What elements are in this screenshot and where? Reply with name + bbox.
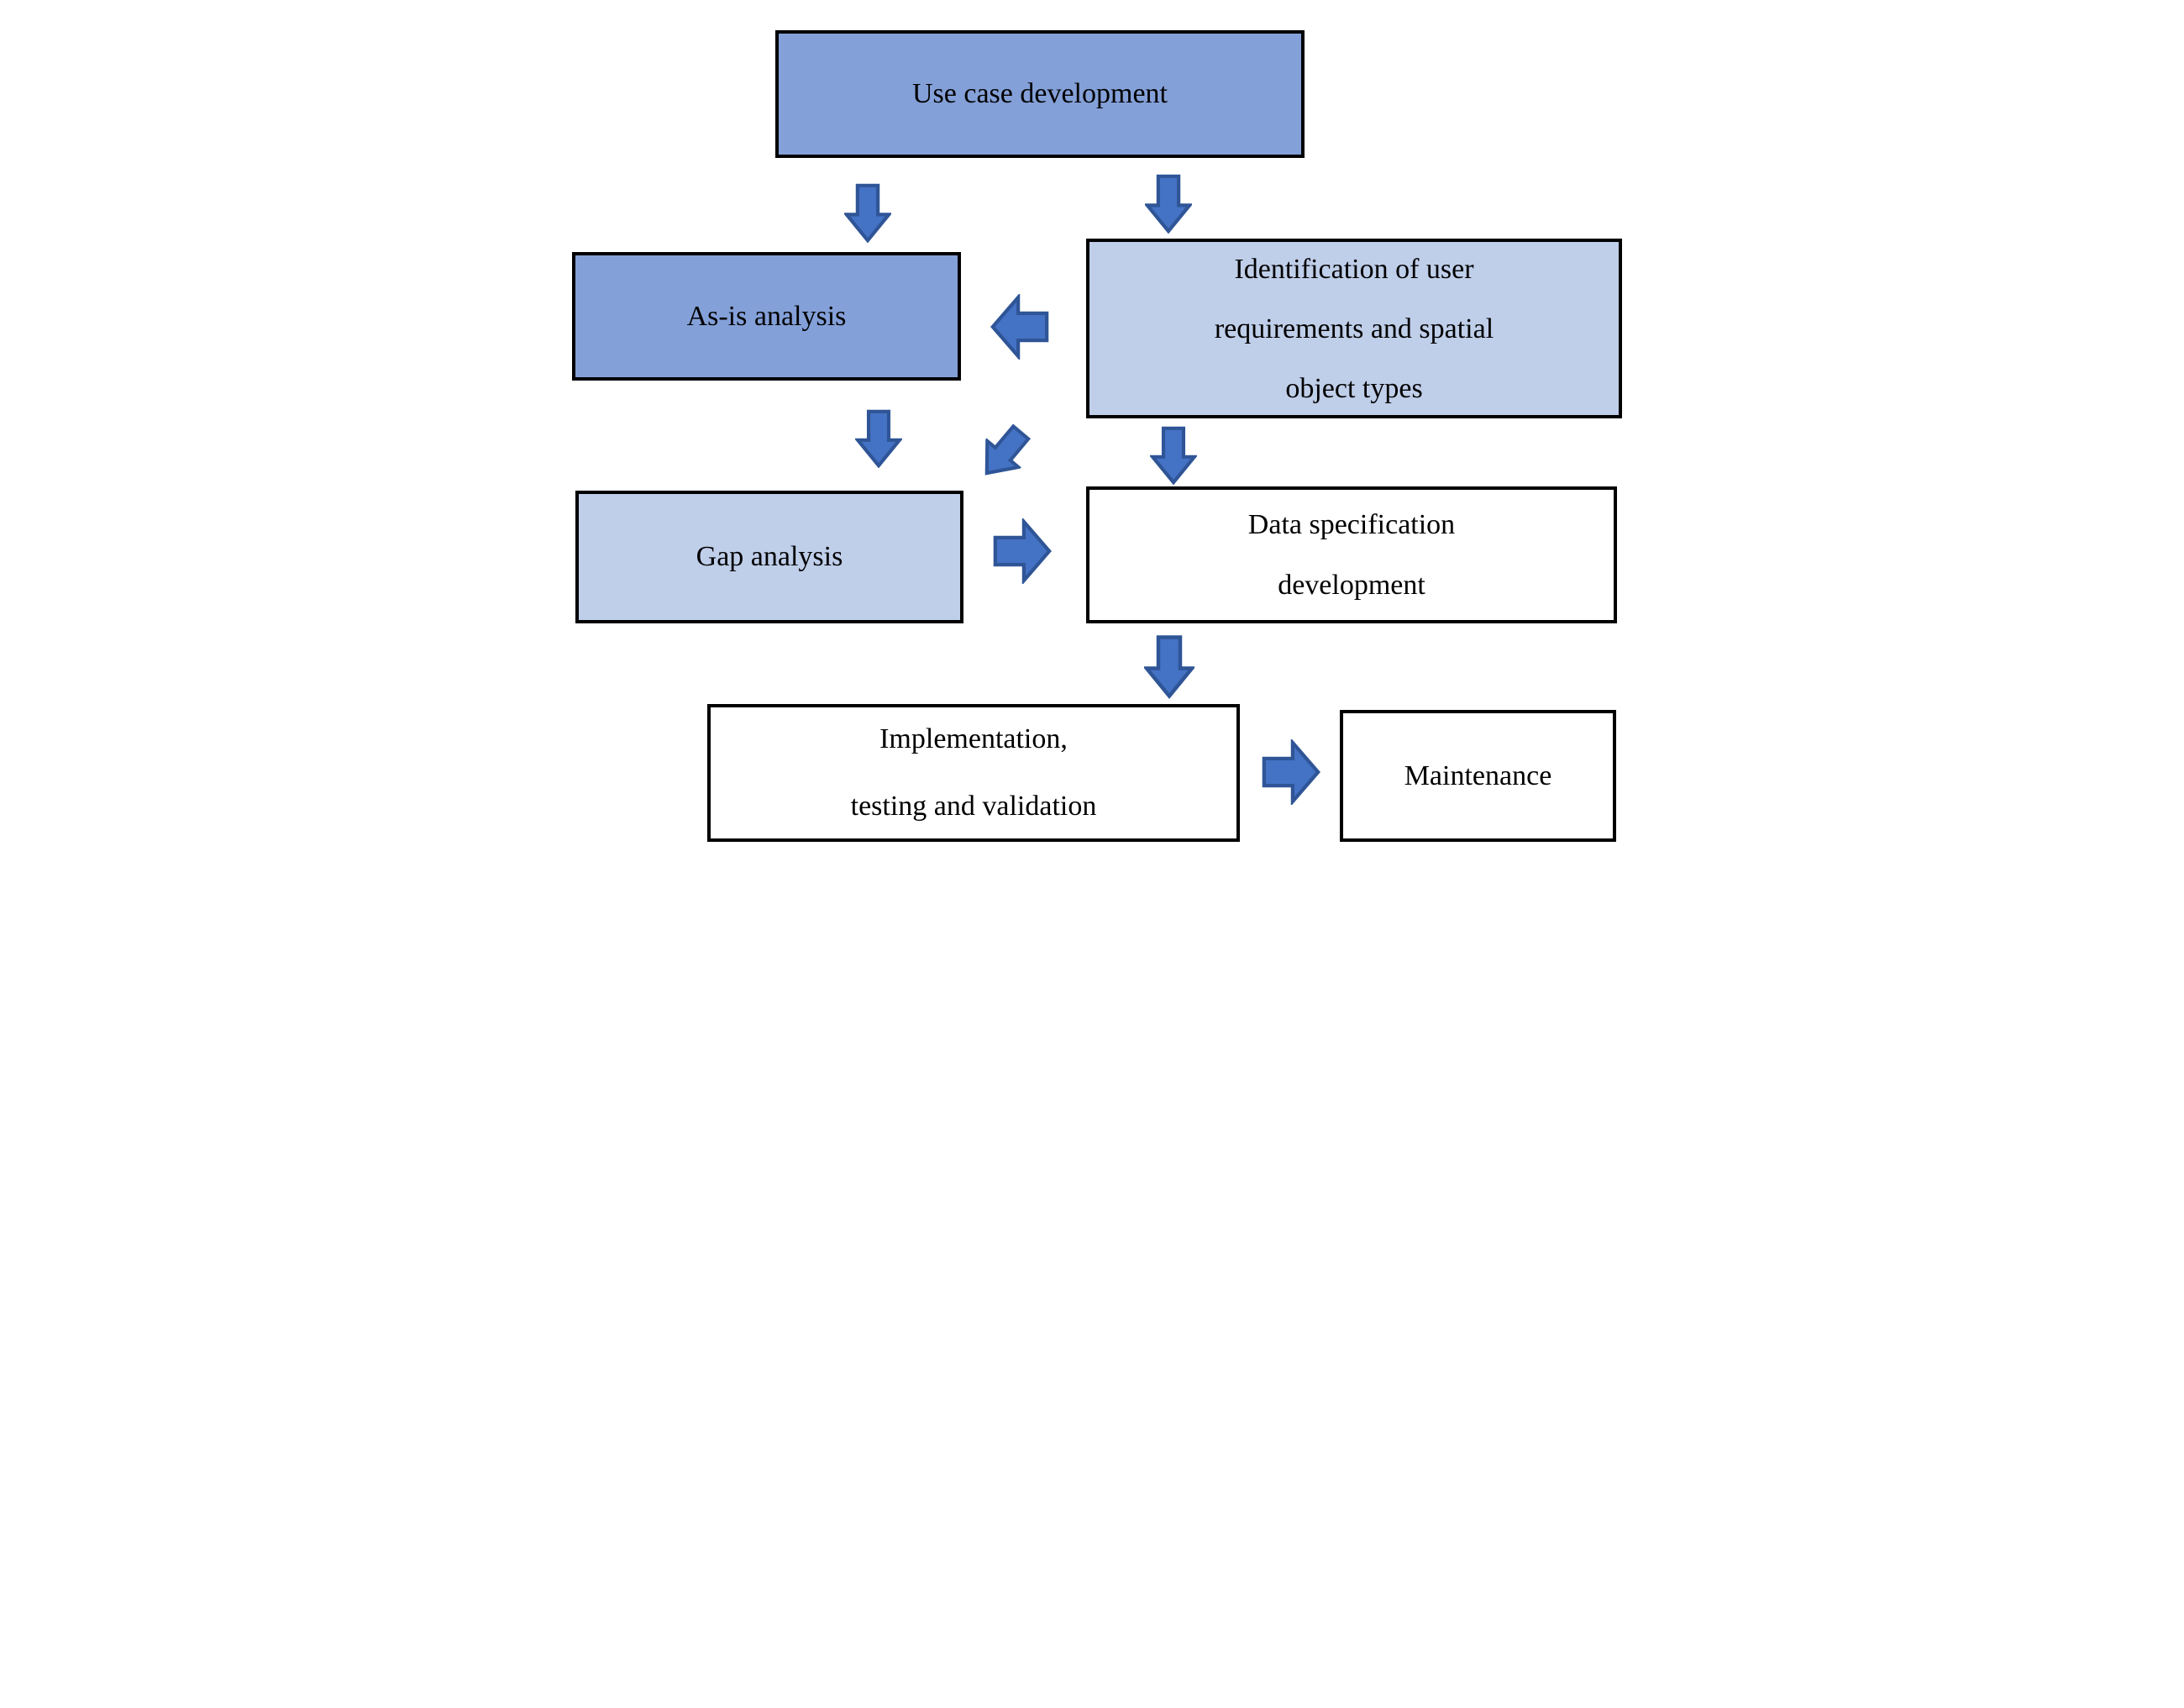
arrow-right-icon xyxy=(1262,739,1320,805)
arrow-right-icon xyxy=(993,518,1052,584)
arrow-down-icon xyxy=(844,183,891,243)
arrow-down-icon xyxy=(855,409,902,468)
box-label: As-is analysis xyxy=(686,300,847,332)
arrow-down-left-icon xyxy=(984,423,1032,476)
box-label: Use case development xyxy=(912,78,1168,110)
box-as-is-analysis: As-is analysis xyxy=(572,252,961,381)
box-implementation-testing-validation: Implementation, testing and validation xyxy=(707,704,1240,842)
box-maintenance: Maintenance xyxy=(1340,710,1616,842)
arrow-left-icon xyxy=(990,294,1049,360)
box-data-specification-development: Data specification development xyxy=(1086,486,1617,623)
arrow-down-icon xyxy=(1150,426,1197,485)
box-label-line: Identification of user xyxy=(1234,253,1474,285)
box-label-line: testing and validation xyxy=(850,791,1097,822)
arrow-down-icon xyxy=(1145,174,1192,234)
box-label: Gap analysis xyxy=(696,541,843,573)
box-label-line: development xyxy=(1278,569,1425,601)
box-label-line: Implementation, xyxy=(879,723,1068,754)
arrow-down-icon xyxy=(1144,635,1194,700)
box-label: Maintenance xyxy=(1404,759,1552,791)
flowchart-diagram: Use case development As-is analysis Iden… xyxy=(546,0,1638,854)
box-gap-analysis: Gap analysis xyxy=(575,491,963,623)
box-label-line: requirements and spatial xyxy=(1214,313,1494,344)
box-label-line: object types xyxy=(1285,372,1423,404)
box-label-line: Data specification xyxy=(1247,508,1456,540)
box-use-case-development: Use case development xyxy=(775,30,1305,158)
box-identification-of-user-requirements: Identification of user requirements and … xyxy=(1086,239,1622,418)
